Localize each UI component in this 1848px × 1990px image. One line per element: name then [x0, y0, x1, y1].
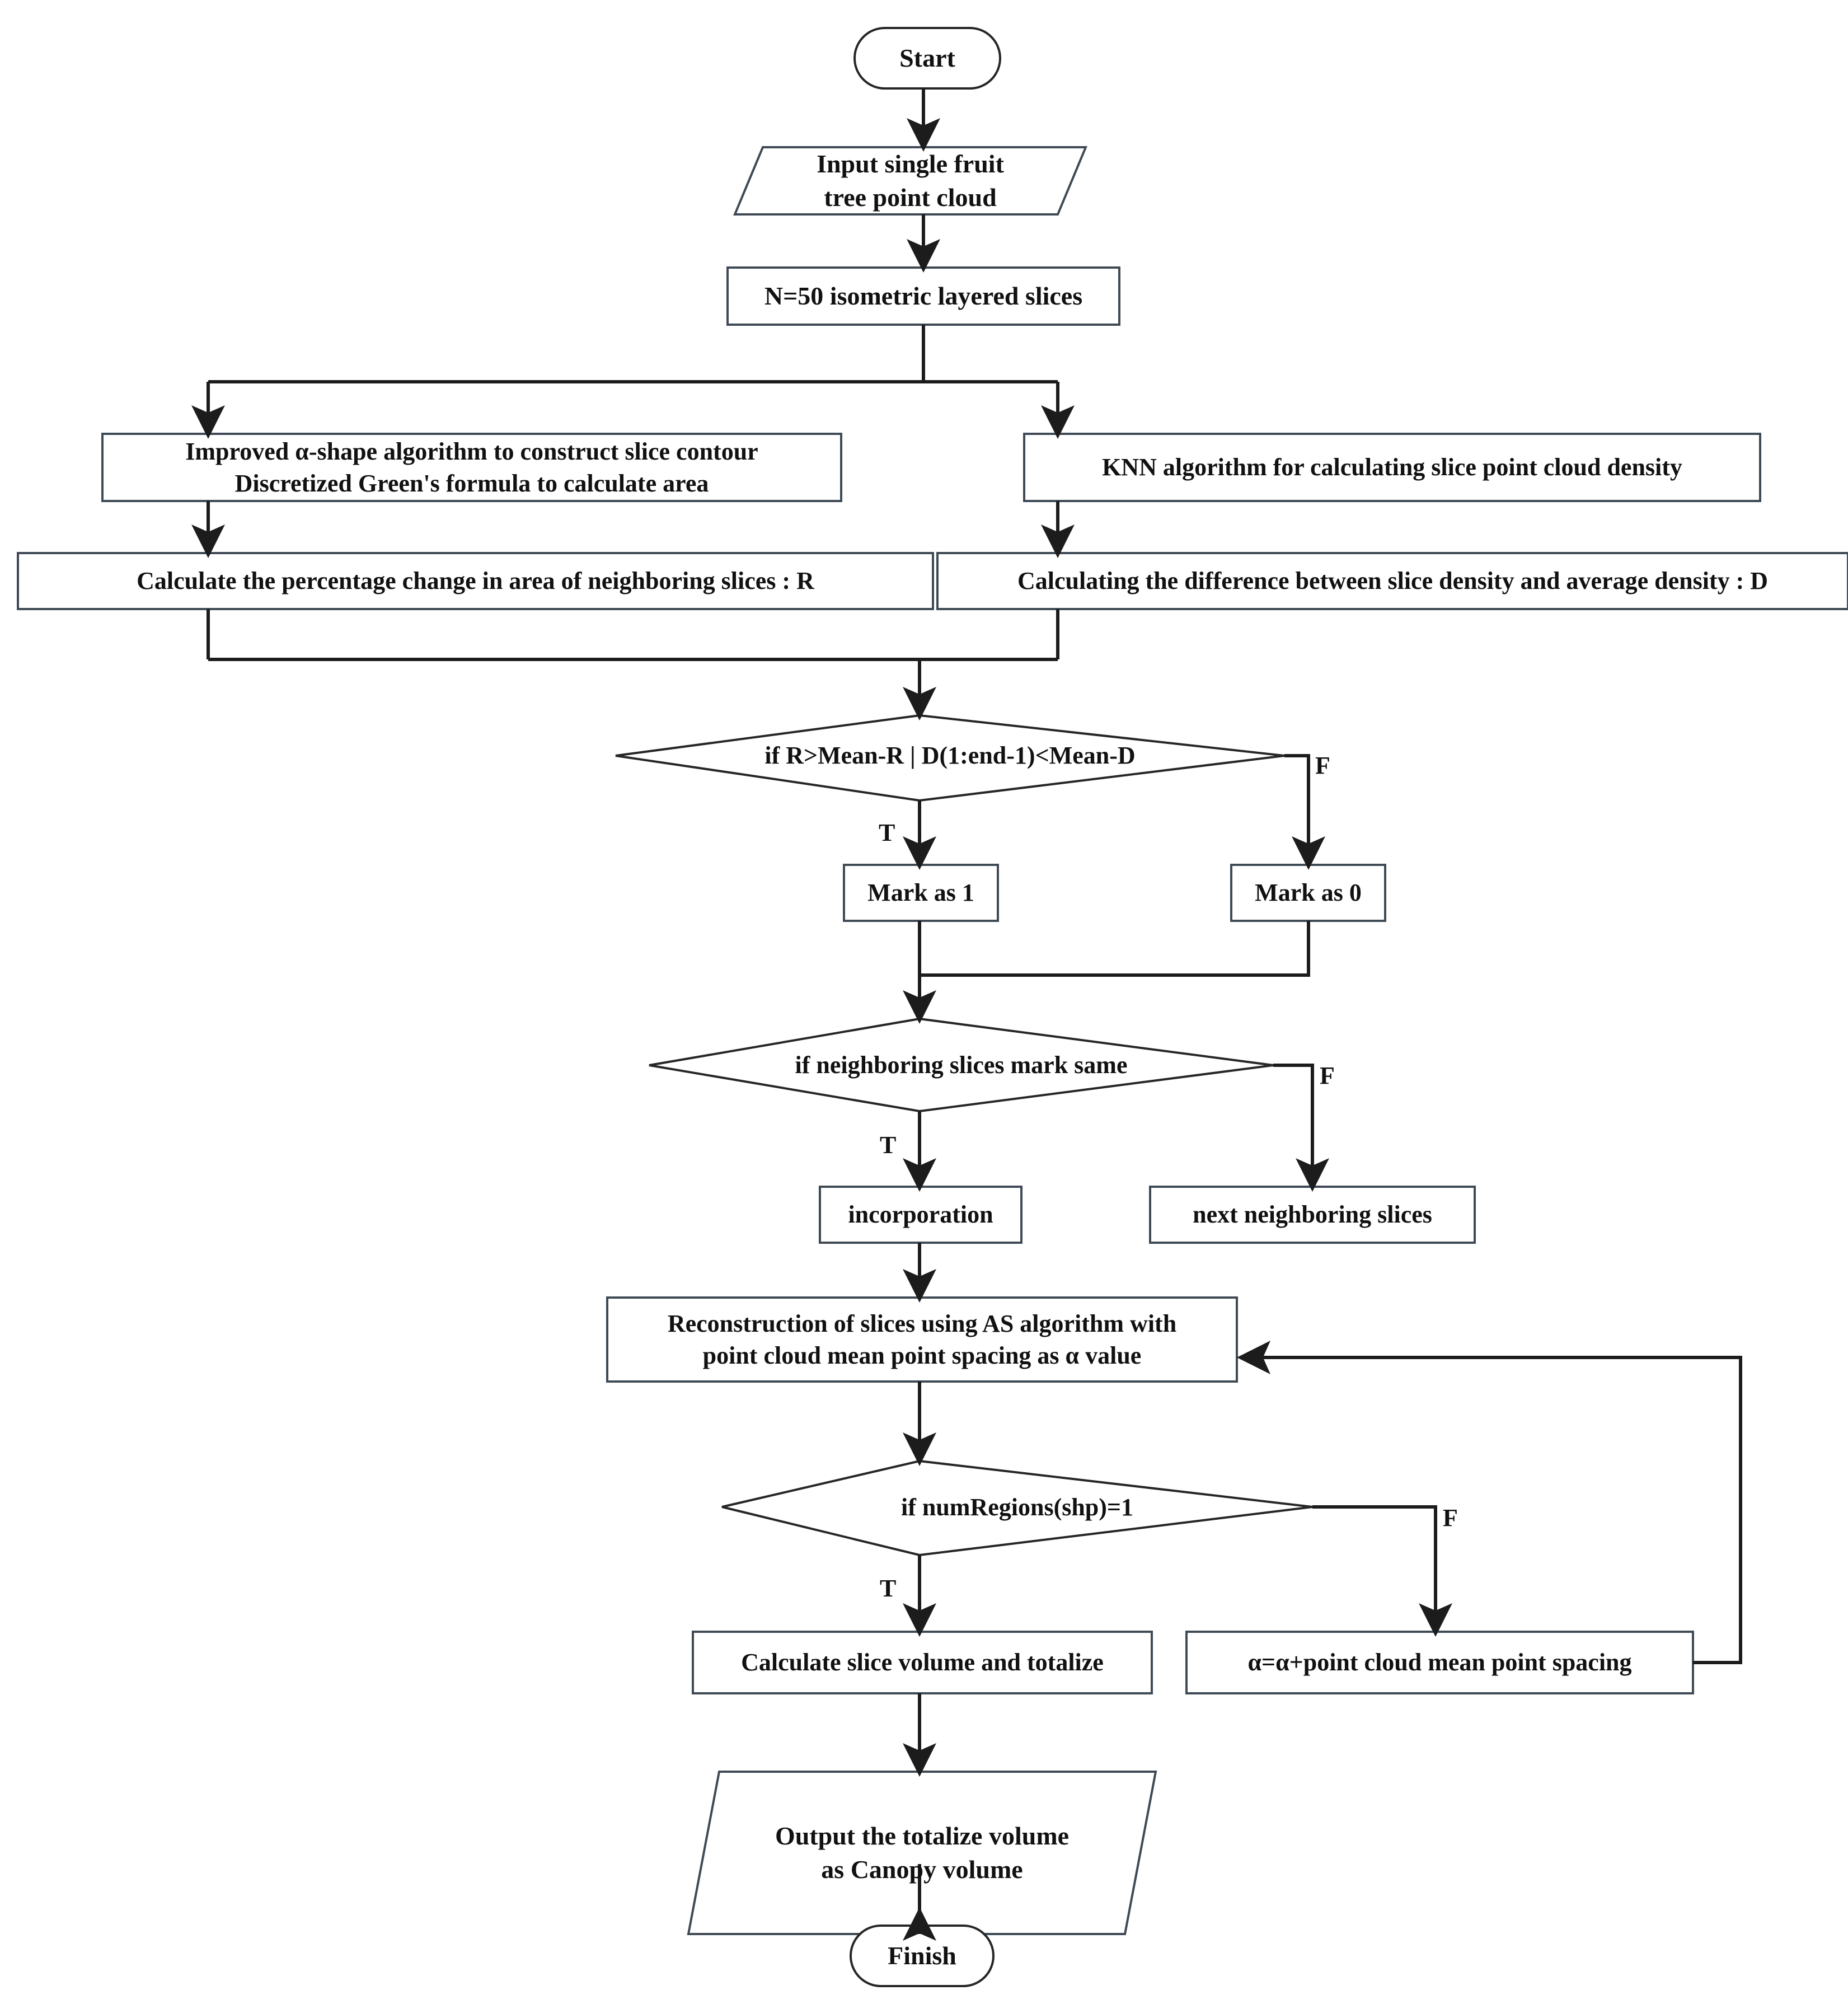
- node-mark0-shape[interactable]: [1230, 864, 1386, 922]
- node-reconstruction-shape[interactable]: [606, 1296, 1238, 1383]
- edge-alpha-increase-feedback: [1237, 1341, 1742, 1664]
- edge-label-regions-true: T: [880, 1575, 897, 1602]
- node-calc-volume-shape[interactable]: [692, 1631, 1153, 1694]
- node-slices-shape[interactable]: [726, 266, 1120, 326]
- edge-label-same-true: T: [880, 1131, 897, 1159]
- edge-label-regions-false: F: [1443, 1504, 1458, 1532]
- node-start-shape[interactable]: [853, 27, 1001, 90]
- edge-decision-same-false: [1273, 1064, 1329, 1192]
- edge-label-rd-false: F: [1315, 752, 1330, 779]
- node-decision-same-shape[interactable]: [649, 1017, 1274, 1113]
- node-decision-rd-shape[interactable]: [615, 714, 1285, 802]
- edge-label-rd-true: T: [879, 819, 895, 846]
- node-decision-regions-shape[interactable]: [721, 1459, 1313, 1557]
- edge-decision-rd-false: [1284, 754, 1325, 870]
- node-mark1-shape[interactable]: [843, 864, 999, 922]
- edge-label-same-false: F: [1320, 1062, 1335, 1089]
- node-finish-shape[interactable]: [850, 1925, 995, 1987]
- node-output-volume-shape[interactable]: [687, 1771, 1157, 1935]
- node-calc-d-shape[interactable]: [936, 552, 1848, 610]
- node-alpha-increase-shape[interactable]: [1185, 1631, 1694, 1694]
- node-alpha-shape-shape[interactable]: [101, 433, 842, 502]
- node-input-cloud-shape[interactable]: [733, 146, 1087, 216]
- node-calc-r-shape[interactable]: [17, 552, 934, 610]
- node-knn-shape[interactable]: [1023, 433, 1761, 502]
- node-incorporation-shape[interactable]: [819, 1186, 1023, 1244]
- edge-decision-regions-false: [1312, 1505, 1452, 1637]
- edge-mark0-down: [920, 921, 1310, 977]
- node-next-slices-shape[interactable]: [1149, 1186, 1476, 1244]
